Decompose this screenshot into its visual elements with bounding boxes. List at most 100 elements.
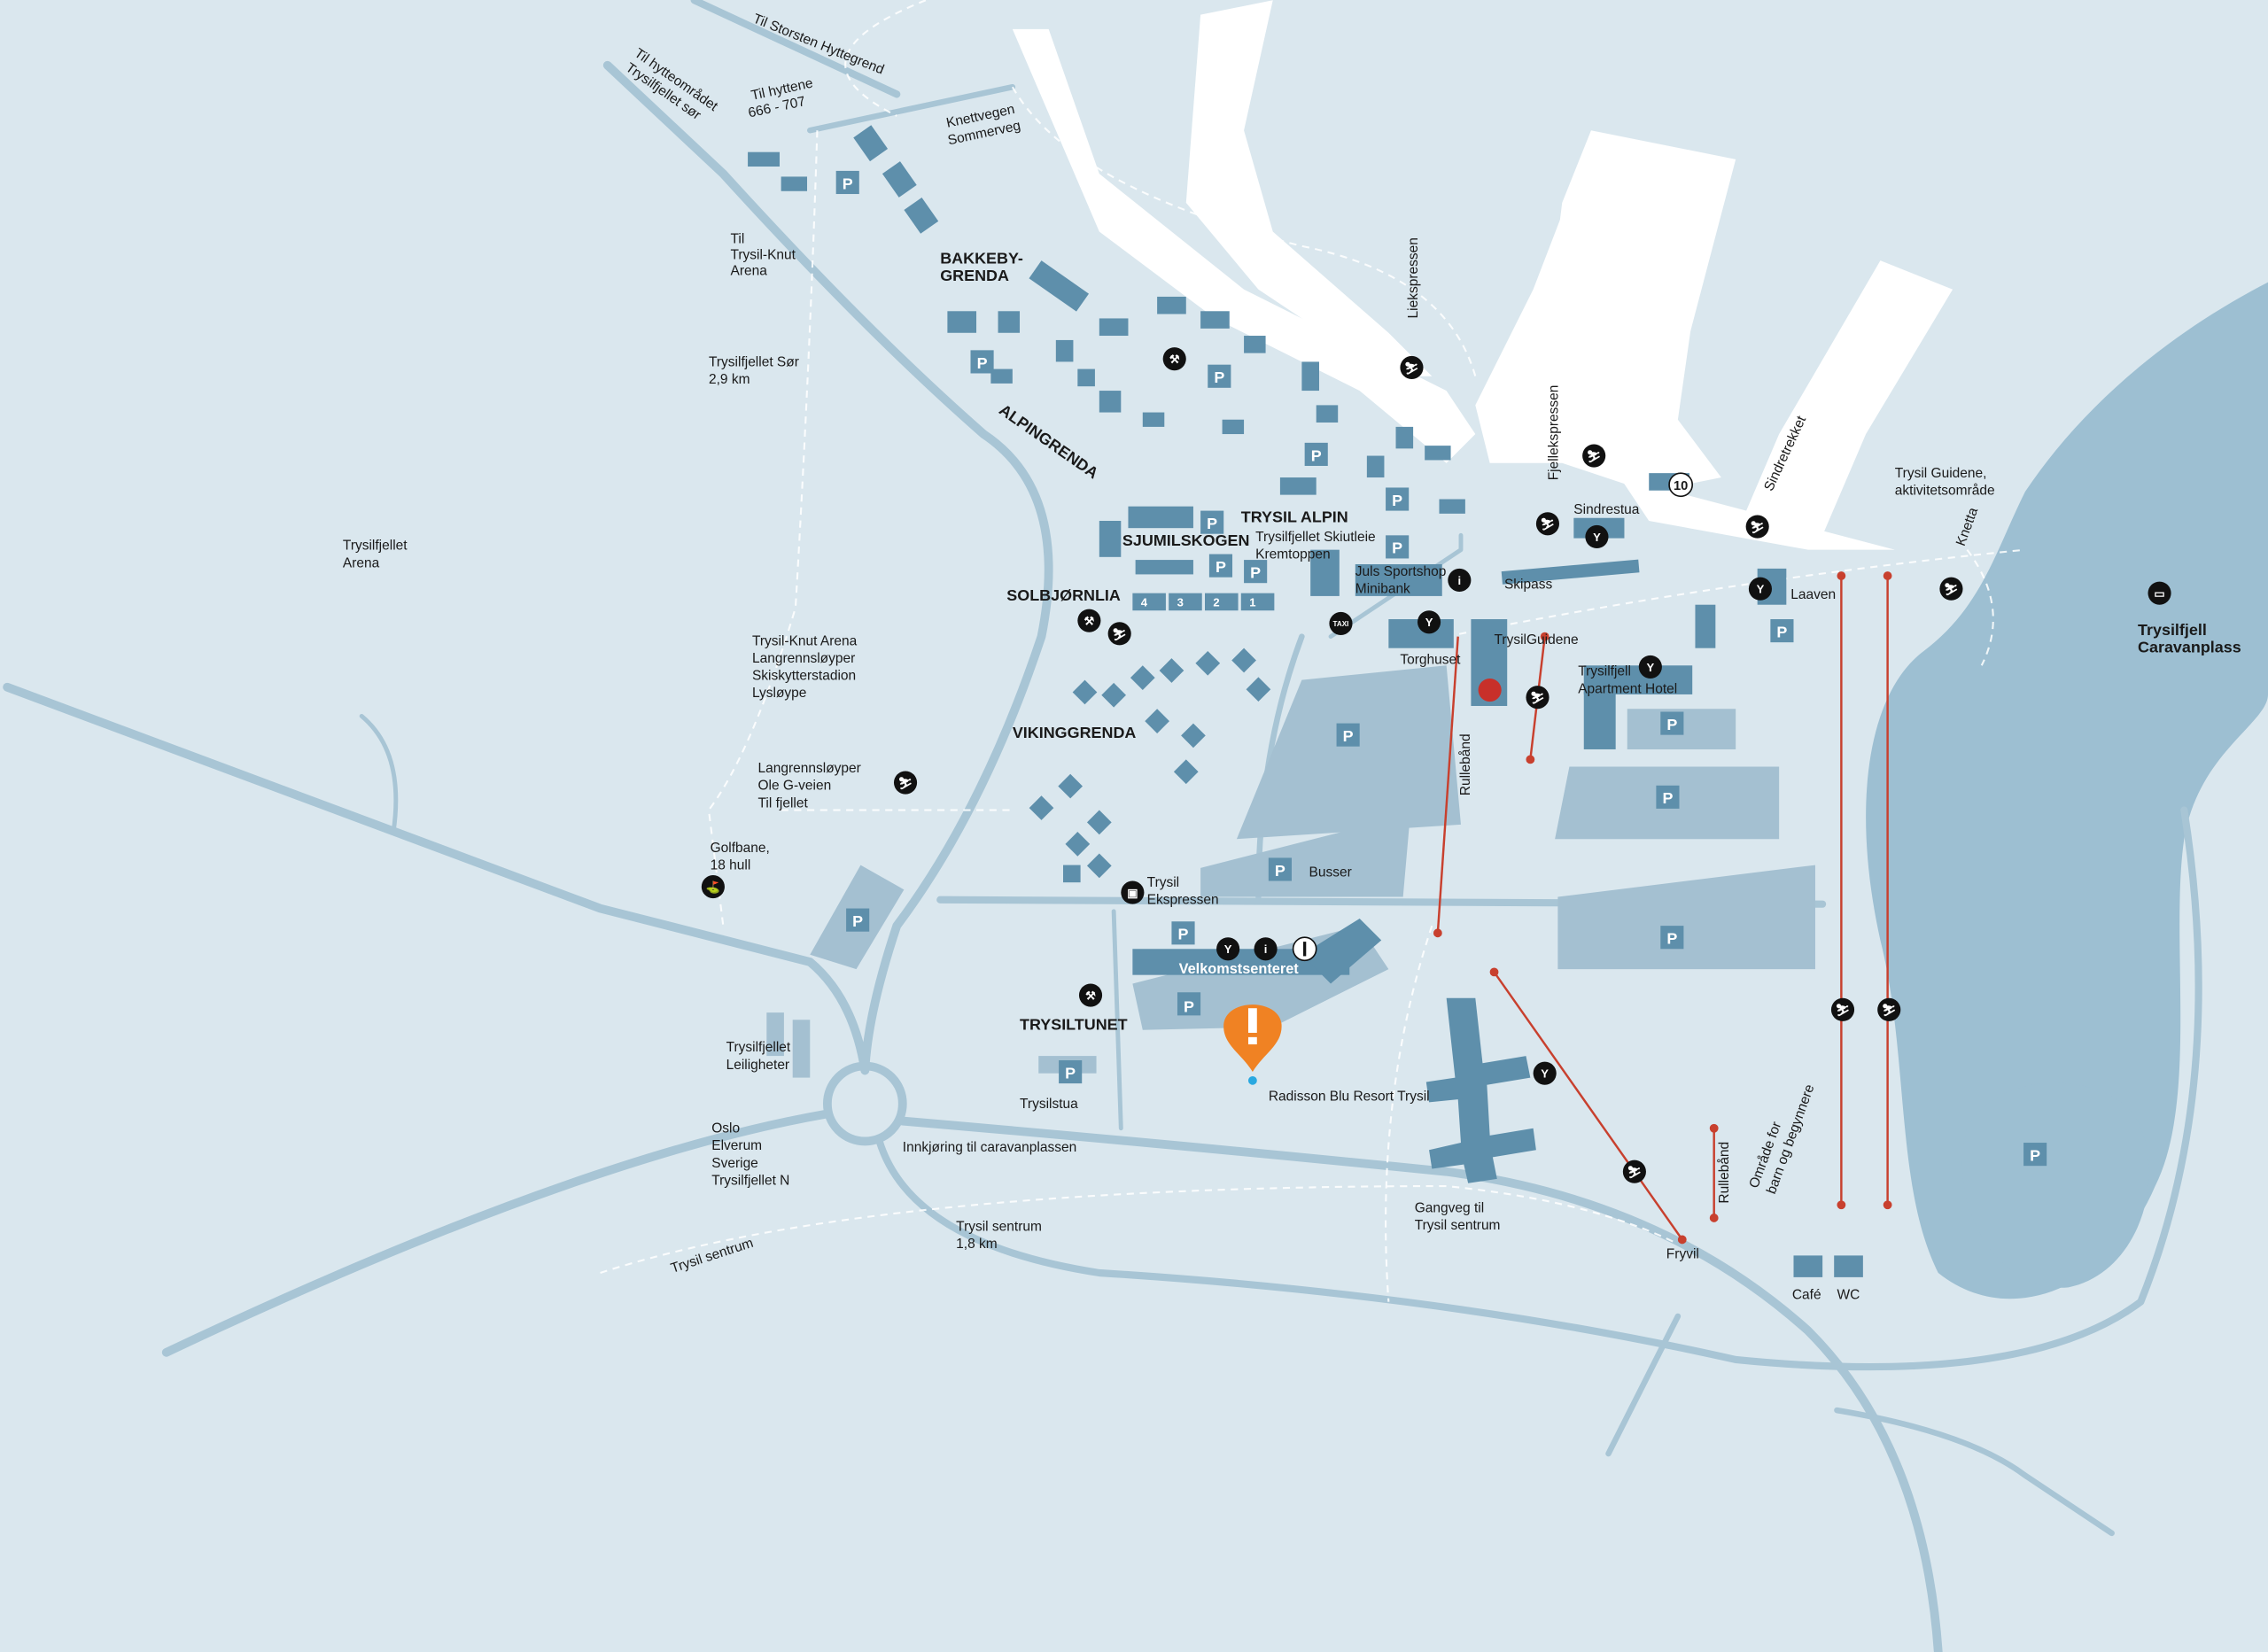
svg-text:P: P bbox=[843, 175, 853, 192]
ski-lift-icon[interactable]: ⛷ bbox=[1400, 355, 1424, 380]
parking-icon[interactable]: P bbox=[1171, 921, 1195, 945]
parking-icon[interactable]: P bbox=[1656, 785, 1680, 809]
parking-icon[interactable]: P bbox=[1059, 1059, 1083, 1084]
label: Fryvil bbox=[1666, 1247, 1699, 1262]
restaurant-icon[interactable]: Y bbox=[1748, 577, 1772, 601]
block-number: 3 bbox=[1177, 595, 1184, 609]
parking-signs[interactable]: P P P P P P P P P P P P P P P P P P P P bbox=[835, 170, 2047, 1167]
ski-lift-icon[interactable]: ⛷ bbox=[1939, 577, 1963, 601]
ski-lift-icon[interactable]: ⛷ bbox=[1582, 444, 1606, 468]
svg-text:▭: ▭ bbox=[2154, 587, 2164, 601]
info-icon[interactable]: i bbox=[1254, 937, 1278, 961]
label: Café bbox=[1792, 1287, 1821, 1302]
label: Velkomstsenteret bbox=[1179, 961, 1300, 977]
restaurant-icon[interactable]: Y bbox=[1533, 1061, 1557, 1085]
cross-country-icon[interactable]: ⛷ bbox=[1107, 622, 1131, 646]
ski-lift-icon[interactable]: ⛷ bbox=[1877, 997, 1901, 1021]
svg-text:⛷: ⛷ bbox=[1587, 449, 1602, 462]
label: 18 hull bbox=[711, 857, 751, 873]
ski-lift-icon[interactable]: ⛷ bbox=[1526, 686, 1550, 710]
label: VIKINGGRENDA bbox=[1013, 724, 1137, 741]
label: Skipass bbox=[1504, 578, 1553, 593]
svg-text:P: P bbox=[1184, 997, 1194, 1015]
ski-lifts bbox=[1433, 571, 1892, 1245]
parking-icon[interactable]: P bbox=[835, 170, 859, 195]
parking-icon[interactable]: P bbox=[1268, 857, 1292, 881]
caravan-icon[interactable]: ▭ bbox=[2148, 581, 2171, 605]
label: Trysil bbox=[1147, 875, 1179, 890]
label: Oslo bbox=[711, 1121, 740, 1136]
block-numbers: 4 3 2 1 bbox=[1141, 595, 1256, 609]
lake bbox=[1866, 282, 2268, 1299]
parking-icon[interactable]: P bbox=[846, 908, 870, 932]
parking-icon[interactable]: P bbox=[1244, 560, 1268, 584]
svg-text:Y: Y bbox=[1425, 616, 1433, 629]
label: Trysilfjellet Skiutleie bbox=[1255, 530, 1376, 545]
parking-icon[interactable]: P bbox=[1200, 510, 1224, 534]
svg-text:Y: Y bbox=[1224, 942, 1232, 956]
ski-lift-icon[interactable]: ⛷ bbox=[1622, 1160, 1646, 1183]
restaurant-icon[interactable]: Y bbox=[1216, 937, 1240, 961]
label: Ole G-veien bbox=[758, 779, 832, 794]
restaurant-icon[interactable]: Y bbox=[1585, 524, 1609, 549]
restaurant-icon[interactable]: Y bbox=[1638, 655, 1662, 679]
label: Caravanplass bbox=[2138, 639, 2241, 656]
svg-text:⛷: ⛷ bbox=[1750, 520, 1765, 533]
svg-text:⛷: ⛷ bbox=[1882, 1004, 1897, 1017]
label: Radisson Blu Resort Trysil bbox=[1269, 1090, 1430, 1105]
bus-icon[interactable]: ▣ bbox=[1121, 880, 1145, 904]
label: Liekspressen bbox=[1406, 237, 1421, 318]
svg-text:P: P bbox=[1178, 926, 1189, 943]
svg-text:10: 10 bbox=[1674, 479, 1688, 493]
parking-icon[interactable]: P bbox=[1386, 535, 1410, 559]
ski-lift-icon[interactable]: ⛷ bbox=[1745, 515, 1769, 539]
ski-lift-icon[interactable]: ⛷ bbox=[1830, 997, 1855, 1021]
label: aktivitetsområde bbox=[1895, 484, 1995, 499]
ski-rental-icon[interactable]: ⚒ bbox=[1077, 609, 1101, 632]
parking-icon[interactable]: P bbox=[1208, 554, 1233, 578]
label: Trysilfjellet Sør bbox=[709, 354, 799, 369]
label: Langrennsløyper bbox=[752, 651, 855, 666]
label: Trysil sentrum bbox=[956, 1220, 1042, 1235]
restaurant-icon[interactable]: Y bbox=[1418, 610, 1441, 634]
lift-info-icon[interactable] bbox=[1292, 936, 1317, 962]
map-icons[interactable]: Y Y Y Y Y Y i i TAXI ⛷ ⛷ ⛷ ⛷ ⛷ ⛷ ⛷ ⛷ ⛷ ⚒… bbox=[701, 347, 2171, 1183]
label: WC bbox=[1837, 1287, 1860, 1302]
ski-lift-icon[interactable]: ⛷ bbox=[1535, 512, 1559, 536]
label: Skiskytterstadion bbox=[752, 669, 856, 684]
parking-icon[interactable]: P bbox=[1208, 364, 1231, 388]
parking-icon[interactable]: P bbox=[1386, 487, 1410, 511]
location-marker-icon[interactable] bbox=[1223, 1004, 1282, 1085]
svg-text:⛷: ⛷ bbox=[1836, 1004, 1851, 1017]
label: Ekspressen bbox=[1147, 893, 1219, 908]
svg-text:P: P bbox=[852, 912, 863, 930]
label: Arena bbox=[343, 555, 380, 570]
parking-icon[interactable]: P bbox=[970, 350, 994, 374]
label: Til fjellet bbox=[758, 795, 809, 810]
svg-text:P: P bbox=[1343, 727, 1354, 745]
label: ALPINGRENDA bbox=[996, 400, 1101, 482]
cross-country-icon[interactable]: ⛷ bbox=[893, 771, 918, 795]
info-icon[interactable]: i bbox=[1448, 568, 1472, 593]
lift-number-badge[interactable]: 10 bbox=[1668, 472, 1694, 498]
parking-icon[interactable]: P bbox=[2023, 1143, 2047, 1167]
golf-icon[interactable]: ⛳ bbox=[701, 875, 725, 899]
parking-icon[interactable]: P bbox=[1336, 723, 1360, 747]
garage-parking-icon[interactable]: P bbox=[1177, 992, 1201, 1016]
parking-icon[interactable]: P bbox=[1660, 926, 1684, 950]
taxi-icon[interactable]: TAXI bbox=[1329, 611, 1353, 635]
svg-text:⛷: ⛷ bbox=[898, 776, 913, 789]
ski-rental-icon[interactable]: ⚒ bbox=[1078, 983, 1103, 1007]
parking-icon[interactable]: P bbox=[1660, 711, 1684, 735]
parking-icon[interactable]: P bbox=[1304, 442, 1328, 466]
svg-text:⛷: ⛷ bbox=[1541, 517, 1556, 531]
parking-icon[interactable]: P bbox=[1770, 619, 1794, 643]
ski-slopes bbox=[1012, 0, 1953, 550]
svg-text:▣: ▣ bbox=[1127, 886, 1138, 899]
label: BAKKEBY- bbox=[940, 249, 1023, 267]
label: 1,8 km bbox=[956, 1237, 998, 1252]
label: Laaven bbox=[1790, 587, 1836, 602]
label: TrysilGuidene bbox=[1495, 632, 1579, 648]
ski-rental-icon[interactable]: ⚒ bbox=[1162, 347, 1186, 371]
